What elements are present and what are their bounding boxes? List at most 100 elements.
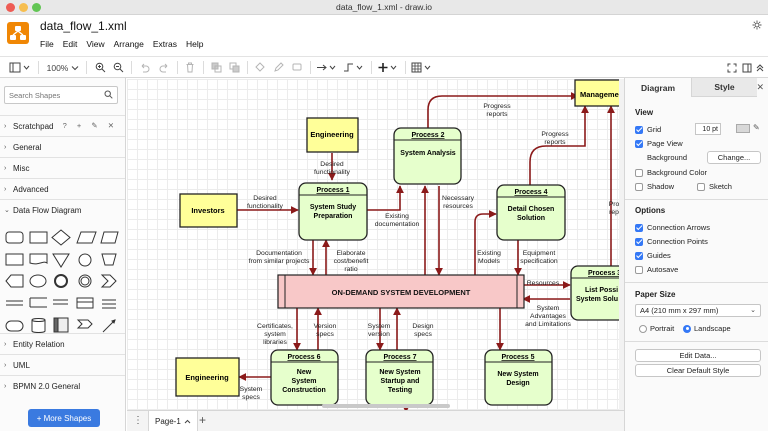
grid-color-swatch[interactable] xyxy=(736,124,750,133)
svg-text:Process 5: Process 5 xyxy=(501,354,534,361)
redo-button[interactable] xyxy=(158,61,171,74)
tab-style[interactable]: Style xyxy=(691,78,757,97)
connection-arrows-checkbox[interactable]: Connection Arrows xyxy=(635,222,710,233)
search-shapes-box[interactable] xyxy=(4,86,118,104)
tab-diagram[interactable]: Diagram xyxy=(625,78,691,97)
menu-arrange[interactable]: Arrange xyxy=(113,39,144,49)
checkbox-checked[interactable] xyxy=(635,125,643,134)
grid-size-input[interactable]: 10 pt xyxy=(695,123,721,135)
zoom-out-button[interactable] xyxy=(112,61,125,74)
grid-checkbox[interactable]: Grid xyxy=(635,124,661,135)
entity-engineering-top[interactable]: Engineering xyxy=(306,117,359,153)
guides-checkbox[interactable]: Guides xyxy=(635,250,671,261)
fill-color-button[interactable] xyxy=(253,61,265,74)
change-background-button[interactable]: Change... xyxy=(707,151,761,164)
section-misc[interactable]: › Misc xyxy=(0,157,125,178)
process-2[interactable]: Process 2 System Analysis xyxy=(393,127,462,185)
clear-default-style-button[interactable]: Clear Default Style xyxy=(635,364,761,377)
page-view-checkbox[interactable]: Page View xyxy=(635,138,683,149)
data-flow-shapes-palette[interactable] xyxy=(4,228,120,338)
data-flow-diagram[interactable]: ON-DEMAND SYSTEM DEVELOPMENT Engineering… xyxy=(127,79,624,410)
edit-data-button[interactable]: Edit Data... xyxy=(635,349,761,362)
section-general[interactable]: › General xyxy=(0,136,125,157)
process-3[interactable]: Process 3 List Possi System Solu xyxy=(570,265,624,321)
checkbox-unchecked[interactable] xyxy=(697,182,705,191)
zoom-dropdown[interactable]: 100% xyxy=(45,61,81,74)
section-entity-relation[interactable]: › Entity Relation xyxy=(0,333,125,354)
search-input[interactable] xyxy=(5,87,100,103)
delete-button[interactable] xyxy=(184,61,196,74)
checkbox-unchecked[interactable] xyxy=(635,182,643,191)
table-dropdown[interactable] xyxy=(411,61,433,74)
checkbox-checked[interactable] xyxy=(635,223,643,232)
add-page-icon[interactable]: + xyxy=(199,413,207,427)
background-color-checkbox[interactable]: Background Color xyxy=(635,167,707,178)
sketch-checkbox[interactable]: Sketch xyxy=(697,181,732,192)
checkbox-checked[interactable] xyxy=(635,139,643,148)
line-color-button[interactable] xyxy=(272,61,284,74)
radio-selected[interactable] xyxy=(683,324,691,333)
minimize-window-button[interactable] xyxy=(19,3,28,12)
entity-engineering-bottom[interactable]: Engineering xyxy=(175,357,240,397)
process-6[interactable]: Process 6 New System Construction xyxy=(270,349,339,406)
sun-icon[interactable] xyxy=(752,20,762,30)
menu-extras[interactable]: Extras xyxy=(152,39,177,49)
checkbox-unchecked[interactable] xyxy=(635,168,643,177)
format-panel-button[interactable] xyxy=(741,61,753,74)
tab-page-1[interactable]: Page-1 xyxy=(148,411,198,431)
svg-text:Construction: Construction xyxy=(282,387,326,394)
vertical-scrollbar[interactable] xyxy=(619,79,624,410)
connection-points-checkbox[interactable]: Connection Points xyxy=(635,236,708,247)
autosave-checkbox[interactable]: Autosave xyxy=(635,264,678,275)
maximize-window-button[interactable] xyxy=(32,3,41,12)
svg-text:Process 2: Process 2 xyxy=(411,132,444,139)
shadow-button[interactable] xyxy=(291,61,303,74)
scratchpad-actions[interactable]: ? + ✎ ✕ xyxy=(62,121,118,130)
process-5[interactable]: Process 5 New System Design xyxy=(484,349,553,406)
diagram-canvas[interactable]: ON-DEMAND SYSTEM DEVELOPMENT Engineering… xyxy=(127,79,624,410)
horizontal-scrollbar[interactable] xyxy=(322,404,450,408)
menu-view[interactable]: View xyxy=(86,39,105,49)
section-advanced[interactable]: › Advanced xyxy=(0,178,125,199)
section-data-flow-diagram[interactable]: ⌄ Data Flow Diagram xyxy=(0,199,125,220)
to-front-button[interactable] xyxy=(210,61,222,74)
collapse-toolbar-button[interactable] xyxy=(754,61,766,74)
landscape-radio[interactable]: Landscape xyxy=(683,323,731,334)
entity-management[interactable]: Manageme xyxy=(574,79,624,107)
connection-style-dropdown[interactable] xyxy=(316,61,338,74)
section-uml[interactable]: › UML xyxy=(0,354,125,375)
menu-help[interactable]: Help xyxy=(185,39,204,49)
zoom-in-button[interactable] xyxy=(94,61,107,74)
pencil-icon[interactable]: ✎ xyxy=(753,123,760,132)
checkbox-checked[interactable] xyxy=(635,237,643,246)
waypoints-dropdown[interactable] xyxy=(343,61,365,74)
process-7[interactable]: Process 7 New System Startup and Testing xyxy=(365,349,434,406)
close-window-button[interactable] xyxy=(6,3,15,12)
svg-text:Preparation: Preparation xyxy=(314,213,353,220)
format-panel-toggle[interactable] xyxy=(8,61,32,74)
insert-dropdown[interactable] xyxy=(378,61,400,74)
radio-unselected[interactable] xyxy=(639,324,647,333)
checkbox-checked[interactable] xyxy=(635,251,643,260)
file-name[interactable]: data_flow_1.xml xyxy=(40,19,127,33)
paper-size-select[interactable]: A4 (210 mm x 297 mm) ⌄ xyxy=(635,304,761,317)
flow-label: Equipment xyxy=(523,250,556,257)
central-process[interactable]: ON-DEMAND SYSTEM DEVELOPMENT xyxy=(277,274,525,309)
section-bpmn-general[interactable]: › BPMN 2.0 General xyxy=(0,375,125,396)
entity-investors[interactable]: Investors xyxy=(179,193,238,228)
pages-menu-icon[interactable]: ⋮ xyxy=(133,415,143,426)
close-icon[interactable]: ✕ xyxy=(756,82,764,92)
checkbox-unchecked[interactable] xyxy=(635,265,643,274)
process-1[interactable]: Process 1 System Study Preparation xyxy=(298,182,368,241)
portrait-radio[interactable]: Portrait xyxy=(639,323,674,334)
menu-file[interactable]: File xyxy=(40,39,54,49)
section-scratchpad[interactable]: › Scratchpad ? + ✎ ✕ xyxy=(0,115,125,136)
menu-edit[interactable]: Edit xyxy=(62,39,78,49)
undo-button[interactable] xyxy=(138,61,151,74)
shadow-checkbox[interactable]: Shadow xyxy=(635,181,674,192)
to-back-button[interactable] xyxy=(228,61,240,74)
process-4[interactable]: Process 4 Detail Chosen Solution xyxy=(496,184,566,241)
fullscreen-button[interactable] xyxy=(726,61,738,74)
more-shapes-button[interactable]: + More Shapes xyxy=(28,409,100,427)
search-icon[interactable] xyxy=(104,90,113,99)
